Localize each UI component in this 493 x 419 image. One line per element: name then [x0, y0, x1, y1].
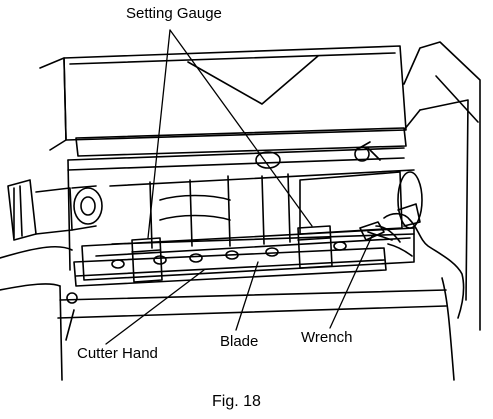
blade-assembly — [81, 227, 415, 281]
wrench-and-hand — [359, 203, 465, 381]
setting-gauge-left — [131, 237, 163, 283]
setting-gauge-label: Setting Gauge — [126, 5, 222, 22]
top-cover — [39, 45, 407, 157]
leader-lines — [105, 29, 373, 345]
right-housing — [403, 41, 481, 331]
machine-frame — [0, 147, 447, 381]
blade-label: Blade — [220, 333, 259, 350]
cutter-hand — [73, 247, 387, 287]
setting-gauge-right — [297, 225, 333, 269]
cutter-hand-label: Cutter Hand — [77, 345, 158, 362]
base-left — [66, 292, 78, 304]
left-knob — [7, 179, 103, 241]
wrench-label: Wrench — [301, 329, 353, 346]
figure-caption: Fig. 18 — [212, 393, 261, 410]
